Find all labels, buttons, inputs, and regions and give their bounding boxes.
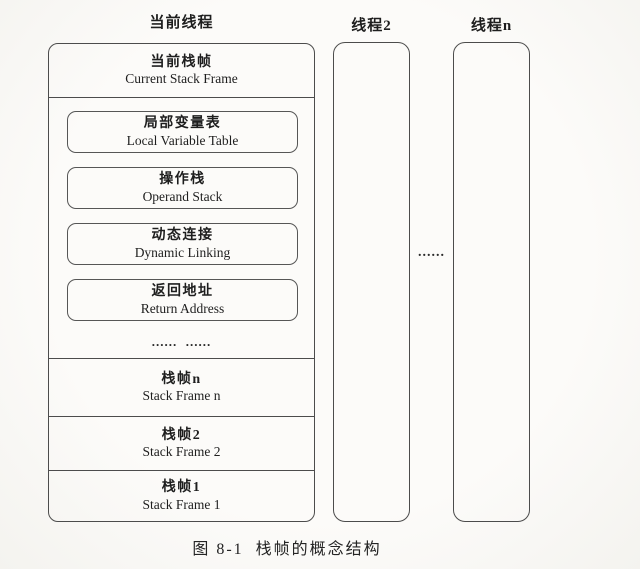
figure-caption: 图 8-1 栈帧的概念结构 [192, 541, 382, 558]
local-variable-table-label-en: Local Variable Table [126, 132, 239, 148]
thread-2-stack-box [333, 42, 410, 522]
thread-n-stack-box [453, 42, 530, 522]
return-address-label-en: Return Address [140, 300, 225, 316]
more-parts-ellipsis: ...... ...... [151, 334, 212, 349]
current-thread-label: 当前线程 [149, 15, 214, 31]
stack-frame-2-label-en: Stack Frame 2 [142, 444, 221, 460]
stack-frame-2-label-zh: 栈帧2 [161, 427, 202, 443]
current-stack-frame-title-en: Current Stack Frame [125, 71, 238, 87]
operand-stack-label-zh: 操作栈 [159, 172, 206, 188]
current-stack-frame-title-zh: 当前栈帧 [150, 54, 213, 70]
return-address-label-zh: 返回地址 [151, 284, 214, 300]
more-threads-ellipsis: ...... [418, 245, 445, 260]
current-stack-frame-header: 当前栈帧 Current Stack Frame [49, 44, 314, 98]
local-variable-table-label-zh: 局部变量表 [143, 116, 222, 132]
operand-stack-box: 操作栈 Operand Stack [67, 167, 298, 209]
frame-parts-area: 局部变量表 Local Variable Table 操作栈 Operand S… [49, 98, 314, 358]
return-address-box: 返回地址 Return Address [67, 279, 298, 321]
stack-frame-1-label-zh: 栈帧1 [161, 480, 202, 496]
dynamic-linking-label-en: Dynamic Linking [134, 244, 231, 260]
stack-frame-n-label-en: Stack Frame n [142, 388, 221, 404]
operand-stack-label-en: Operand Stack [142, 188, 223, 204]
current-thread-stack-box: 当前栈帧 Current Stack Frame 局部变量表 Local Var… [48, 43, 315, 522]
stack-frame-n-label-zh: 栈帧n [161, 371, 202, 387]
thread-2-label: 线程2 [351, 18, 392, 34]
stack-frame-2-section: 栈帧2 Stack Frame 2 [49, 416, 314, 470]
dynamic-linking-box: 动态连接 Dynamic Linking [67, 223, 298, 265]
stack-frame-1-section: 栈帧1 Stack Frame 1 [49, 470, 314, 521]
stack-frame-n-section: 栈帧n Stack Frame n [49, 358, 314, 416]
dynamic-linking-label-zh: 动态连接 [151, 228, 214, 244]
local-variable-table-box: 局部变量表 Local Variable Table [67, 111, 298, 153]
stack-frame-1-label-en: Stack Frame 1 [142, 496, 221, 512]
thread-n-label: 线程n [470, 18, 513, 34]
